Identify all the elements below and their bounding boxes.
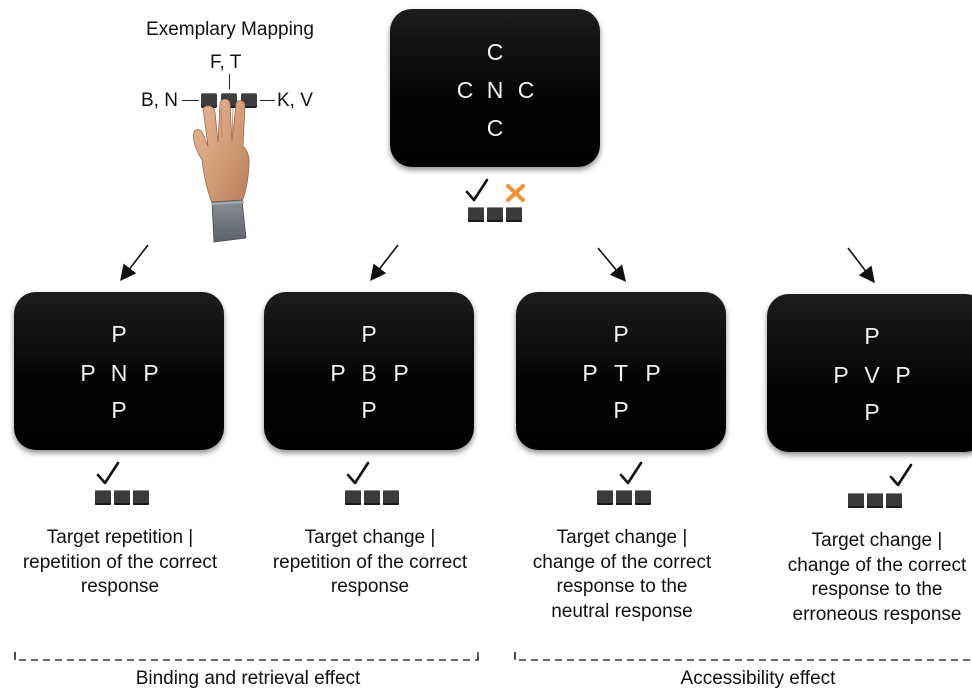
probe-letter-bottom: P [864,399,880,425]
hand-on-keys-icon [193,98,250,243]
probe-letter-top: P [361,321,377,347]
caption-line: Target change | [811,530,943,551]
probe-2-caption: Target change | repetition of the correc… [250,526,490,600]
probe-letter-right: P [393,360,409,386]
probe-letter-left: P [582,360,598,386]
mapping-title: Exemplary Mapping [146,19,314,40]
arrow-icon [847,247,875,284]
probe-letter-left: P [833,362,849,388]
binding-effect-label: Binding and retrieval effect [135,668,361,689]
arrow-icon [597,247,627,282]
prime-letter-right: C [517,77,535,103]
key-icon [364,490,380,505]
probe-4-caption: Target change | change of the correct re… [772,529,972,627]
key-icon [383,490,399,505]
probe-letter-bottom: P [361,397,377,423]
probe-letter-top: P [864,323,880,349]
key-icon [201,93,217,108]
probe-letter-center: B [361,360,377,386]
checkmark-icon [619,461,643,485]
binding-bracket [14,652,479,661]
probe-letter-left: P [330,360,346,386]
probe-3-caption: Target change | change of the correct re… [502,526,742,624]
caption-line: Target repetition | [46,527,194,548]
key-icon [597,490,613,505]
key-icon [848,493,864,508]
mapping-right-keys: K, V [277,90,313,111]
caption-line: Target change | [304,527,436,548]
mapping-left-connector [182,100,199,101]
prime-display: C C N C C [390,9,600,167]
caption-line: response to the [556,576,688,597]
prime-letter-top: C [486,39,504,65]
mapping-top-connector [229,74,230,89]
key-icon [886,493,902,508]
caption-line: neutral response [551,600,693,622]
caption-line: response [330,576,410,597]
key-icon [506,207,522,222]
mapping-left-keys: B, N [141,90,178,111]
probe-letter-top: P [111,321,127,347]
mapping-top-keys: F, T [210,52,242,73]
probe-letter-top: P [613,321,629,347]
probe-letter-center: V [864,362,880,388]
probe-letter-bottom: P [111,397,127,423]
probe-letter-right: P [895,362,911,388]
probe-letter-right: P [143,360,159,386]
checkmark-icon [465,178,489,202]
probe-letter-left: P [80,360,96,386]
probe-display-1: P P N P P [14,292,224,450]
caption-line: repetition of the correct [272,551,468,573]
probe-letter-center: N [110,360,128,386]
probe-display-3: P P T P P [516,292,726,450]
accessibility-effect-label: Accessibility effect [680,668,836,689]
accessibility-bracket [514,652,972,661]
cross-icon [506,184,525,202]
key-icon [345,490,361,505]
key-icon [468,207,484,222]
probe-display-4: P P V P P [767,294,972,452]
mapping-right-connector [260,100,275,101]
key-icon [635,490,651,505]
probe-display-2: P P B P P [264,292,474,450]
key-icon [616,490,632,505]
prime-letter-bottom: C [486,115,504,141]
checkmark-icon [96,461,120,485]
caption-line: repetition of the correct [22,551,218,573]
caption-line: erroneous response [792,603,962,625]
probe-letter-right: P [645,360,661,386]
arrow-icon [370,244,399,282]
probe-letter-bottom: P [613,397,629,423]
key-icon [114,490,130,505]
key-icon [867,493,883,508]
effect-brackets [14,652,972,661]
caption-line: response to the [811,579,943,600]
probe-1-caption: Target repetition | repetition of the co… [0,526,240,600]
key-icon [95,490,111,505]
key-icon [487,207,503,222]
caption-line: response [80,576,160,597]
arrows [120,244,875,284]
caption-line: change of the correct [532,551,712,573]
caption-line: Target change | [556,527,688,548]
prime-letter-center: N [486,77,504,103]
checkmark-icon [889,463,913,487]
key-icon [133,490,149,505]
arrow-icon [120,244,149,282]
caption-line: change of the correct [787,554,967,576]
probe-letter-center: T [613,360,629,386]
checkmark-icon [346,461,370,485]
prime-letter-left: C [456,77,474,103]
